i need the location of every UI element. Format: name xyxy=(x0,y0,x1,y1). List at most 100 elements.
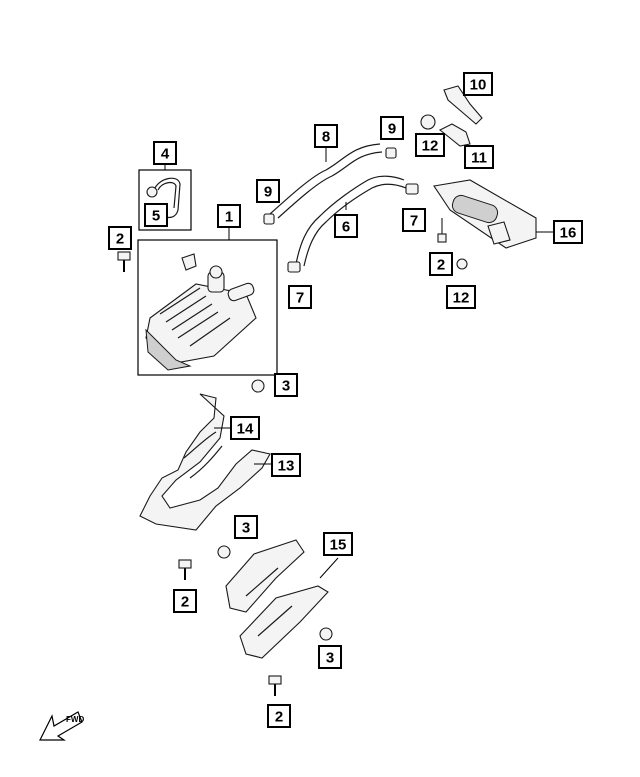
grommet-12 xyxy=(420,114,436,130)
hose-assembly-4 xyxy=(138,163,192,231)
callout-box xyxy=(288,285,312,309)
callout-label: 8 xyxy=(322,129,330,146)
callout-c9a: 9 xyxy=(256,179,280,203)
hose-6-outer xyxy=(295,175,405,265)
nut-3b xyxy=(217,545,231,559)
callout-c11: 11 xyxy=(464,145,494,169)
callout-c1: 1 xyxy=(217,204,241,228)
fwd-arrow-label: FWD xyxy=(66,715,84,724)
shield-13-body xyxy=(139,393,271,531)
callout-label: 7 xyxy=(296,290,304,307)
callout-box xyxy=(415,133,445,157)
bolt-2a xyxy=(117,251,131,272)
callout-box xyxy=(217,204,241,228)
callout-box xyxy=(271,453,301,477)
callout-c2a: 2 xyxy=(108,226,132,250)
callout-box xyxy=(463,72,493,96)
callout-box xyxy=(323,532,353,556)
fitting-9a xyxy=(263,213,275,225)
callout-label: 10 xyxy=(470,77,487,94)
callout-c7b: 7 xyxy=(402,208,426,232)
callout-box xyxy=(334,214,358,238)
canister-frame xyxy=(137,239,278,376)
module-16 xyxy=(433,179,554,270)
callout-label: 12 xyxy=(453,290,470,307)
callout-label: 4 xyxy=(161,146,170,163)
callout-label: 2 xyxy=(437,257,445,274)
bolt-2d xyxy=(268,675,282,696)
callout-box xyxy=(446,285,476,309)
callout-label: 3 xyxy=(242,520,250,537)
vapor-hose-8 xyxy=(269,143,383,219)
fitting-7b xyxy=(405,183,419,195)
vapor-canister-assembly xyxy=(137,226,278,376)
callout-c2c: 2 xyxy=(173,589,197,613)
callout-label: 2 xyxy=(116,231,124,248)
fitting-7a xyxy=(287,261,301,273)
bracket-10-body xyxy=(443,85,483,125)
shield-15-lower xyxy=(239,585,329,659)
shield-15 xyxy=(225,539,339,659)
callout-c4: 4 xyxy=(153,141,177,165)
callout-label: 6 xyxy=(342,219,350,236)
callout-label: 5 xyxy=(152,208,160,225)
callout-box xyxy=(173,589,197,613)
callout-label: 16 xyxy=(560,225,577,242)
shield-15-upper xyxy=(225,539,305,613)
bolt-2c xyxy=(178,559,192,580)
callout-c14: 14 xyxy=(230,416,260,440)
callout-label: 12 xyxy=(422,138,439,155)
vapor-hose-6 xyxy=(295,175,407,267)
callout-box xyxy=(429,252,453,276)
callout-label: 14 xyxy=(237,421,254,438)
module-16-cylinder xyxy=(451,194,499,224)
bracket-10 xyxy=(420,83,483,147)
callout-label: 2 xyxy=(275,709,283,726)
callout-c6: 6 xyxy=(334,214,358,238)
callout-label: 13 xyxy=(278,458,295,475)
callout-c5: 5 xyxy=(144,203,168,227)
callout-box xyxy=(108,226,132,250)
callout-c16: 16 xyxy=(553,220,583,244)
callout-label: 3 xyxy=(282,378,290,395)
hose-8-outer xyxy=(269,143,381,215)
callout-c2d: 2 xyxy=(267,704,291,728)
callout-c10: 10 xyxy=(463,72,493,96)
callout-box xyxy=(274,373,298,397)
callout-box xyxy=(553,220,583,244)
callout-c2b: 2 xyxy=(429,252,453,276)
callout-c3c: 3 xyxy=(318,645,342,669)
nut-3a xyxy=(251,379,265,393)
callout-label: 1 xyxy=(225,209,233,226)
callout-c12b: 12 xyxy=(446,285,476,309)
callout-c15: 15 xyxy=(323,532,353,556)
callout-box xyxy=(314,124,338,148)
callout-box xyxy=(153,141,177,165)
callout-label: 7 xyxy=(410,213,418,230)
fitting-9b xyxy=(385,147,397,159)
canister-vent-grille xyxy=(145,328,192,371)
callout-box xyxy=(402,208,426,232)
callout-box xyxy=(267,704,291,728)
callout-label: 11 xyxy=(471,150,487,167)
callout-c12a: 12 xyxy=(415,133,445,157)
callout-c9b: 9 xyxy=(380,116,404,140)
callout-label: 2 xyxy=(181,594,189,611)
callout-box xyxy=(234,515,258,539)
canister-port xyxy=(227,282,255,302)
bracket-11-body xyxy=(438,123,471,147)
callout-label: 9 xyxy=(388,121,396,138)
callout-box xyxy=(256,179,280,203)
canister-clip xyxy=(181,253,197,271)
callout-c7a: 7 xyxy=(288,285,312,309)
callout-box xyxy=(230,416,260,440)
callout-box xyxy=(318,645,342,669)
callout-c3a: 3 xyxy=(274,373,298,397)
callout-box xyxy=(380,116,404,140)
callout-label: 3 xyxy=(326,650,334,667)
callout-box xyxy=(144,203,168,227)
nut-3c xyxy=(319,627,333,641)
fwd-arrow-icon: FWD xyxy=(39,711,84,741)
callout-label: 9 xyxy=(264,184,272,201)
